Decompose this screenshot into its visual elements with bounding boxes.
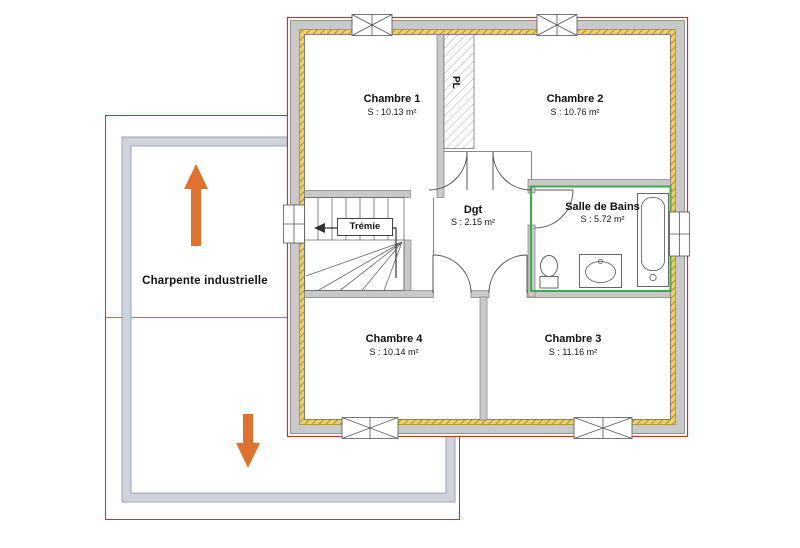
tremie-label-box: Trémie xyxy=(337,218,393,236)
window-icon xyxy=(536,14,578,36)
arrow-down-icon xyxy=(236,414,260,468)
room-area-chambre4: S : 10.14 m² xyxy=(369,347,419,357)
door-arc xyxy=(432,254,472,294)
toilet-icon xyxy=(539,255,559,289)
room-area-salle-de-bains: S : 5.72 m² xyxy=(580,214,625,224)
room-area-chambre1: S : 10.13 m² xyxy=(367,107,417,117)
stairs xyxy=(304,197,405,291)
sink-icon xyxy=(579,254,622,288)
door-arc xyxy=(492,151,532,191)
door-arc xyxy=(534,189,574,229)
room-label-dgt: Dgt xyxy=(463,204,483,216)
closet-label-pl: PL xyxy=(450,76,461,89)
window-icon xyxy=(573,417,633,439)
room-label-chambre2: Chambre 2 xyxy=(546,93,604,105)
door-arc xyxy=(428,151,468,191)
partition-lines xyxy=(433,151,532,255)
room-area-dgt: S : 2.15 m² xyxy=(450,217,495,227)
arrow-up-icon xyxy=(184,164,208,246)
charpente-label: Charpente industrielle xyxy=(142,275,268,287)
room-area-chambre3: S : 11.16 m² xyxy=(548,347,598,357)
room-area-chambre2: S : 10.76 m² xyxy=(550,107,600,117)
bathtub-icon xyxy=(637,193,669,287)
pl-closet xyxy=(443,34,475,149)
room-label-chambre1: Chambre 1 xyxy=(363,93,421,105)
room-label-chambre4: Chambre 4 xyxy=(365,333,423,345)
door-arcs xyxy=(428,151,574,294)
window-icon xyxy=(341,417,399,439)
window-icon xyxy=(351,14,393,36)
room-label-salle-de-bains: Salle de Bains xyxy=(565,201,640,213)
door-arc xyxy=(488,254,528,294)
window-icon xyxy=(283,204,305,244)
room-label-chambre3: Chambre 3 xyxy=(544,333,602,345)
window-icon xyxy=(669,211,690,257)
